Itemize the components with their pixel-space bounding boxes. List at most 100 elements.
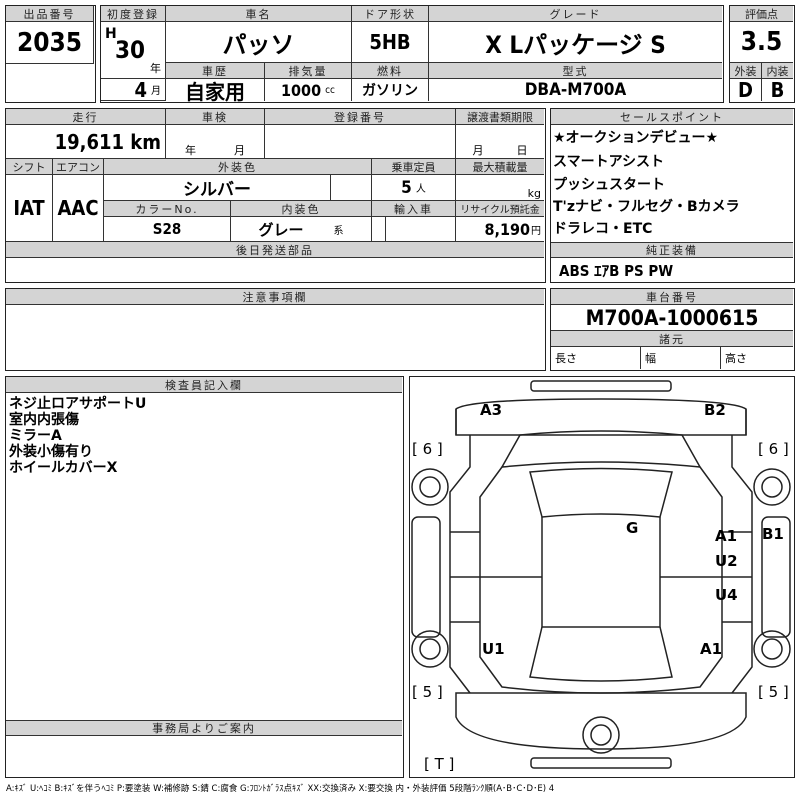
displacement-value: 1000 [281, 80, 322, 100]
first-reg-year: H 30 年 [101, 22, 166, 79]
reg-no-label: 登録番号 [265, 109, 456, 125]
mark-left-5: [ 5 ] [412, 683, 443, 701]
first-reg-label: 初度登録 [101, 6, 166, 22]
later-parts-label: 後日発送部品 [6, 242, 544, 258]
transfer-value: 月日 [456, 125, 544, 159]
chassis-number: M700A-1000615 [551, 305, 793, 331]
damage-diagram-box: A3 B2 [ 6 ] [ 6 ] G A1 B1 U2 U4 U1 A1 [ … [409, 376, 795, 778]
fuel: ガソリン [352, 79, 429, 101]
door-type: 5HB [352, 22, 429, 63]
year-unit: 年 [150, 62, 161, 75]
chassis-label: 車台番号 [551, 289, 793, 305]
mark-b2: B2 [704, 401, 726, 419]
length-label: 長さ [551, 347, 641, 369]
grade: X Lパッケージ S [429, 22, 722, 63]
import-cell-1 [372, 217, 386, 242]
transfer-day-unit: 日 [516, 144, 528, 157]
month: 4 [134, 77, 147, 102]
lot-number: 2035 [6, 22, 94, 64]
mark-u4: U4 [715, 586, 738, 604]
ext-color-extra [331, 175, 372, 201]
mileage-label: 走行 [6, 109, 166, 125]
legend-footer: A:ｷｽﾞ U:ﾍｺﾐ B:ｷｽﾞを伴うﾍｺﾐ P:要塗装 W:補修跡 S:錆 … [6, 784, 555, 794]
inspector-notes: ネジ止ロアサポートU 室内内張傷 ミラーA 外装小傷有り ホイールカバーX [9, 396, 146, 476]
recycle-unit: 円 [531, 225, 541, 237]
inspection-label: 車検 [166, 109, 265, 125]
sales-point: T'zナビ・フルセグ・Bカメラ [553, 199, 740, 215]
sales-point: ★オークションデビュー★ [553, 130, 719, 146]
lot-label: 出品番号 [6, 6, 94, 22]
mark-a3: A3 [480, 401, 503, 419]
import-cell-2 [386, 217, 456, 242]
lot-box: 出品番号 2035 [5, 5, 96, 103]
note: ミラーA [9, 428, 62, 444]
mark-g: G [626, 519, 639, 537]
sales-point: ドラレコ・ETC [553, 221, 653, 237]
mark-a1-bottom: A1 [700, 640, 723, 658]
int-score: B [770, 78, 785, 102]
history: 自家用 [166, 79, 265, 104]
width-label: 幅 [641, 347, 721, 369]
year: 30 [115, 36, 146, 64]
capacity-unit: 人 [415, 184, 426, 195]
displacement-label: 排気量 [265, 63, 352, 79]
fuel-label: 燃料 [352, 63, 429, 79]
max-load-unit: kg [456, 175, 544, 201]
shift-label: シフト [6, 159, 53, 175]
score-label: 評価点 [730, 6, 793, 22]
mark-right-5: [ 5 ] [758, 683, 789, 701]
inspector-label: 検査員記入欄 [6, 377, 402, 393]
color-no-label: カラーNo. [104, 201, 231, 217]
grade-label: グレード [429, 6, 722, 22]
sales-point: プッシュスタート [553, 177, 665, 193]
sales-label: セールスポイント [551, 109, 793, 125]
chassis-box: 車台番号 M700A-1000615 諸元 長さ 幅 高さ [550, 288, 795, 371]
model-label: 型式 [429, 63, 722, 79]
car-name-label: 車名 [166, 6, 352, 22]
int-color-label: 内装色 [231, 201, 372, 217]
height-label: 高さ [725, 352, 747, 365]
details-box: 走行 車検 登録番号 譲渡書類期限 19,611 km 年月 月日 シフト エア… [5, 108, 546, 283]
int-score-label: 内装 [762, 63, 793, 79]
ext-score-label: 外装 [730, 63, 762, 79]
ext-color-label: 外装色 [104, 159, 372, 175]
spec-label: 諸元 [551, 331, 793, 347]
capacity-label: 乗車定員 [372, 159, 456, 175]
displacement-unit: cc [325, 84, 335, 96]
import-label: 輸入車 [372, 201, 456, 217]
mark-right-6: [ 6 ] [758, 440, 789, 458]
inspection-value: 年月 [166, 125, 265, 159]
office-label: 事務局よりご案内 [6, 720, 402, 736]
reg-no-value [265, 125, 456, 159]
mark-a1-right: A1 [715, 527, 738, 545]
shift: IAT [6, 175, 53, 242]
model-code: DBA-M700A [524, 80, 627, 100]
month-unit: 月 [151, 86, 161, 97]
ext-score: D [730, 78, 762, 102]
color-no: S28 [104, 217, 231, 242]
inspector-box: 検査員記入欄 ネジ止ロアサポートU 室内内張傷 ミラーA 外装小傷有り ホイール… [5, 376, 404, 778]
recycle-value: 8,190 [484, 219, 530, 239]
transfer-month-unit: 月 [472, 144, 484, 157]
score-box: 評価点 3.5 外装 内装 D B [729, 5, 795, 103]
door-label: ドア形状 [352, 6, 429, 22]
sales-box: セールスポイント 純正装備 ABS ｴｱB PS PW [550, 108, 795, 283]
car-diagram [411, 380, 791, 769]
mark-left-6: [ 6 ] [412, 440, 443, 458]
mileage: 19,611 km [6, 125, 166, 159]
mark-t: [ T ] [424, 755, 455, 773]
ac: AAC [53, 175, 104, 242]
caution-label: 注意事項欄 [6, 289, 544, 305]
era: H [105, 26, 117, 42]
int-color-suffix: 系 [333, 225, 344, 237]
recycle-label: リサイクル預託金 [456, 201, 544, 217]
note: ホイールカバーX [9, 460, 118, 476]
caution-box: 注意事項欄 [5, 288, 546, 371]
mark-b1: B1 [762, 525, 784, 543]
sales-point: スマートアシスト [553, 154, 665, 170]
note: ネジ止ロアサポートU [9, 396, 147, 412]
equipment-label: 純正装備 [551, 242, 793, 258]
